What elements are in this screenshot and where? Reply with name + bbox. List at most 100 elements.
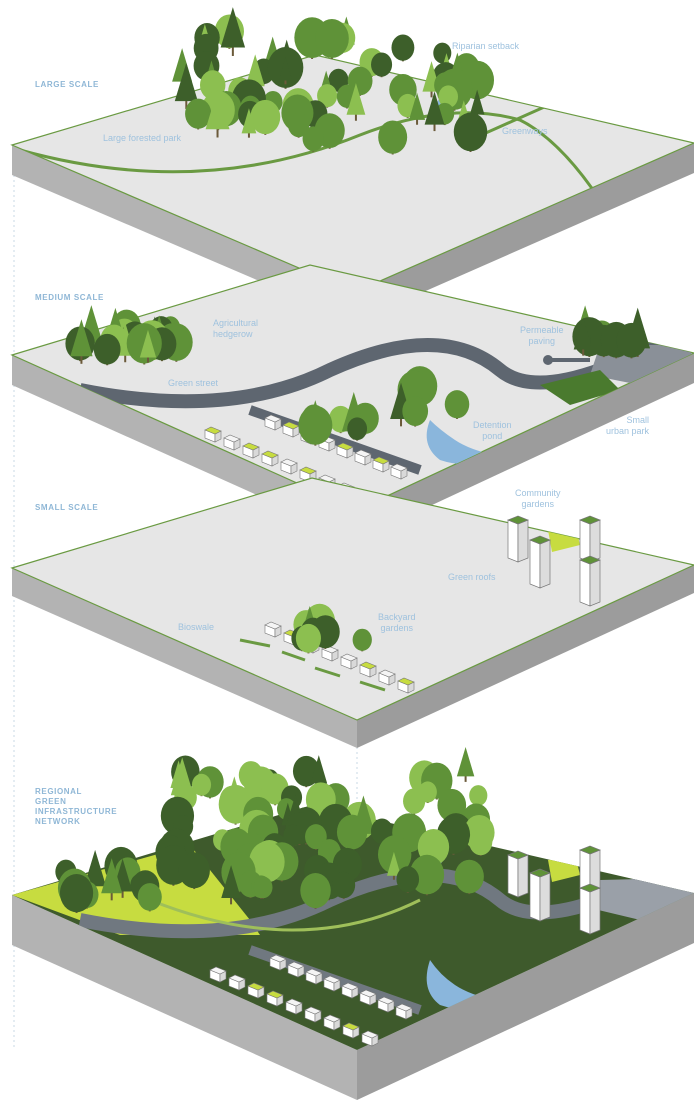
parking-turnaround xyxy=(543,355,553,365)
regional-paving xyxy=(590,878,694,920)
house xyxy=(304,1006,322,1023)
plate-small xyxy=(10,477,694,748)
deciduous-tree xyxy=(185,98,212,130)
deciduous-tree xyxy=(302,126,324,152)
bioswale-1 xyxy=(239,638,271,648)
deciduous-tree xyxy=(283,824,303,847)
large-scale-title: LARGE SCALE xyxy=(35,80,99,89)
green-roof-tower xyxy=(579,555,601,607)
medium-scale-title: MEDIUM SCALE xyxy=(35,293,104,302)
house xyxy=(397,677,415,694)
regional-network-title: REGIONAL GREEN INFRASTRUCTURE NETWORK xyxy=(35,787,118,826)
deciduous-tree xyxy=(454,859,484,895)
house xyxy=(247,982,265,999)
deciduous-tree xyxy=(616,322,647,359)
label-greenways: Greenways xyxy=(502,126,548,136)
house xyxy=(361,1030,379,1047)
house xyxy=(242,442,260,459)
house xyxy=(305,968,323,985)
green-roof-tower xyxy=(579,883,601,935)
deciduous-tree xyxy=(298,405,333,446)
deciduous-tree xyxy=(469,785,488,807)
plate-regional-right-side xyxy=(357,893,694,1100)
deciduous-tree xyxy=(409,854,445,896)
bioswale-3 xyxy=(314,666,341,678)
house xyxy=(390,463,408,480)
deciduous-tree xyxy=(253,876,273,899)
plate-small-left-side xyxy=(12,568,357,748)
label-green-roofs: Green roofs xyxy=(448,572,496,582)
conifer-tree xyxy=(278,57,293,85)
deciduous-tree xyxy=(396,866,420,893)
conifer-tree xyxy=(205,89,230,138)
small-urban-park xyxy=(540,370,620,405)
house xyxy=(354,449,372,466)
deciduous-tree xyxy=(305,824,327,850)
bioswale-4 xyxy=(359,680,386,692)
green-street-road xyxy=(78,338,663,409)
house xyxy=(261,450,279,467)
house xyxy=(359,661,377,678)
deciduous-tree xyxy=(317,84,338,108)
label-permeable-paving: Permeable paving xyxy=(520,325,564,346)
deciduous-tree xyxy=(336,814,368,851)
deciduous-tree xyxy=(453,112,488,152)
conifer-tree xyxy=(139,329,157,363)
house xyxy=(372,456,390,473)
conifer-tree xyxy=(424,91,445,132)
deciduous-tree xyxy=(444,390,470,419)
regional-forest xyxy=(55,747,495,914)
house xyxy=(269,954,287,971)
small-scale-title: SMALL SCALE xyxy=(35,503,99,512)
conifer-tree xyxy=(241,108,257,138)
green-roof-tower xyxy=(529,535,551,589)
conifer-tree xyxy=(409,92,426,125)
deciduous-tree xyxy=(391,34,415,62)
label-large-forested-park: Large forested park xyxy=(103,133,182,143)
green-roof-tower xyxy=(507,515,529,563)
label-community-gardens: Community gardens xyxy=(515,488,561,509)
house xyxy=(280,458,298,475)
green-roof-tower xyxy=(579,515,601,563)
house xyxy=(341,982,359,999)
regional-houses xyxy=(209,954,413,1047)
deciduous-tree xyxy=(250,99,281,135)
house xyxy=(264,414,282,431)
house xyxy=(323,1014,341,1031)
label-detention-pond: Detention pond xyxy=(473,420,512,441)
deciduous-tree xyxy=(93,333,121,366)
house xyxy=(264,621,282,638)
label-green-street: Green street xyxy=(168,378,219,388)
detention-pond xyxy=(426,420,495,464)
conifer-tree xyxy=(346,83,366,121)
house xyxy=(340,653,358,670)
deciduous-tree xyxy=(403,788,426,815)
house xyxy=(342,1022,360,1039)
conifer-tree xyxy=(70,319,93,364)
house xyxy=(285,998,303,1015)
regional-towers xyxy=(507,845,601,935)
plate-regional xyxy=(12,747,694,1100)
deciduous-tree xyxy=(347,417,368,441)
deciduous-tree xyxy=(402,396,429,427)
house xyxy=(377,996,395,1013)
conifer-tree xyxy=(386,851,401,880)
label-bioswale: Bioswale xyxy=(178,622,215,632)
deciduous-tree xyxy=(288,112,310,138)
house xyxy=(323,975,341,992)
plate-small-right-side xyxy=(357,565,694,748)
deciduous-tree xyxy=(137,883,162,912)
deciduous-tree xyxy=(332,871,356,899)
deciduous-tree xyxy=(178,852,210,890)
bioswale-2 xyxy=(281,650,306,662)
deciduous-tree xyxy=(315,19,349,59)
plate-medium xyxy=(10,264,694,540)
house xyxy=(209,966,227,983)
deciduous-tree xyxy=(352,628,372,652)
house xyxy=(266,990,284,1007)
conifer-tree xyxy=(221,865,241,905)
deciduous-tree xyxy=(295,623,321,654)
house xyxy=(228,974,246,991)
